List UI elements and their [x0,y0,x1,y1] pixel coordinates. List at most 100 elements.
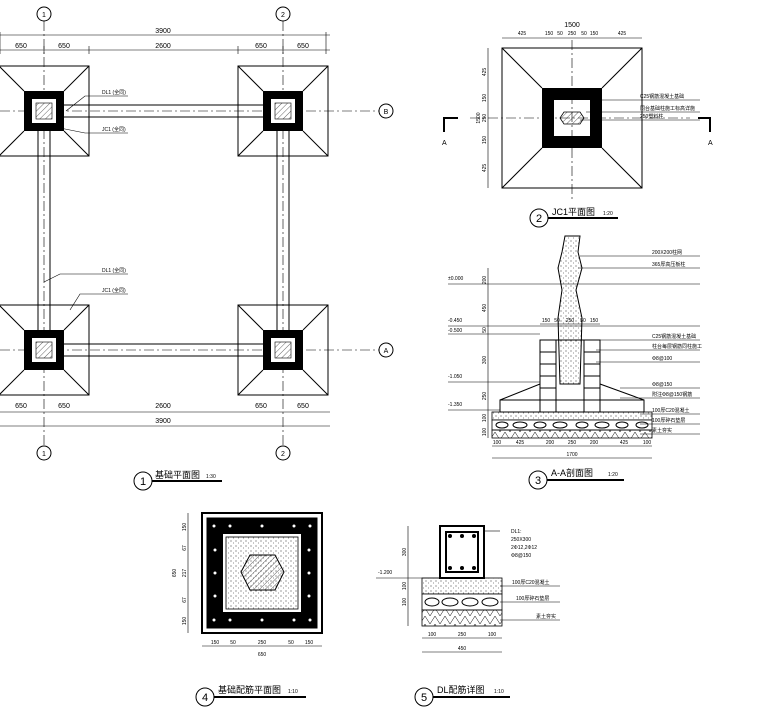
title-rebar: 基础配筋平面图 [218,684,281,695]
rebar-outer [201,512,323,634]
rebar-dim-left-total: 650 [172,569,178,578]
jc1-dim-top-5: 150 [590,31,599,37]
axis-label-1-bottom: 1 [42,451,46,458]
rebar-dim-left-3: 67 [182,597,188,603]
dl-soil-layer [421,609,503,627]
title-num-4: 4 [202,692,208,704]
leader-dl1-mid [43,273,128,283]
footing-tr [237,65,329,157]
axis-label-2-bottom: 2 [281,451,285,458]
jc1-dim-top-3: 250 [568,31,577,37]
leader-jc1-mid [69,293,128,311]
section-note1: 200X200柱网 [652,249,682,256]
dl-note-c20: 100厚C20混凝土 [512,579,550,586]
dl-level: -1.200 [378,570,392,576]
footing-tl [0,65,90,157]
dl-detail: DL1: 250X300 2Φ12,2Φ12 Φ8@150 -1.200 300… [376,525,560,707]
dim-bottom-3: 650 [255,403,267,410]
section-footing-slope-left [499,383,541,412]
title-num-1: 1 [140,476,146,488]
dim-bottom-4: 650 [297,403,309,410]
section-dim-left-2: 50 [482,327,488,333]
title-dl: DL配筋详图 [437,684,485,695]
jc1-dim-top-6: 425 [618,31,627,37]
level-045: -0.450 [448,318,462,324]
section-dim-bottom-2: 200 [546,440,555,446]
dl-note-title: DL1: [511,529,522,535]
section-footing-slope-right [599,383,645,412]
level-050: -0.500 [448,328,462,334]
jc1-note3: 250塑料柱 [640,113,663,120]
leader-jc1-top [59,127,128,134]
section-dim-left-6: 100 [482,428,488,437]
dim-bottom-1: 650 [58,403,70,410]
dl-note-top: 2Φ12,2Φ12 [511,545,537,551]
dim-bottom-2: 2600 [155,403,171,410]
dl-dim-bottom-1: 250 [458,632,467,638]
dl-dim-100b: 100 [402,598,408,607]
rebar-dim-left-2: 217 [182,569,188,578]
section-dim-bottom-4: 200 [590,440,599,446]
jc1-dim-top-4: 50 [581,31,587,37]
leader-dl1-top [65,95,128,112]
dim-top-0: 650 [15,43,27,50]
label-jc1-top: JC1 (全同) [102,126,126,133]
section-note3: C25钢筋混凝土基础 [652,333,696,340]
scale-section: 1:20 [608,472,618,478]
dl-dim-bottom-0: 100 [428,632,437,638]
dim-top-2: 2600 [155,43,171,50]
section-dim-top-2: 250 [566,318,575,324]
section-dim-left-1: 450 [482,304,488,313]
section-mark-right [698,117,711,132]
dim-top-1: 650 [58,43,70,50]
section-dim-left-5: 100 [482,414,488,423]
section-note8: 100厚C20混凝土 [652,407,690,414]
dim-top-3: 650 [255,43,267,50]
section-mark-left [443,117,458,132]
rebar-column [240,554,285,591]
dl-note-soil: 素土夯实 [536,613,556,620]
scale-plan: 1:30 [206,474,216,480]
title-plan: 基础平面图 [155,469,200,480]
scale-rebar: 1:10 [288,689,298,695]
jc1-note1: C25钢筋混凝土基础 [640,93,684,100]
dl-note-size: 250X300 [511,537,531,543]
axis-label-1-top: 1 [42,12,46,19]
section-dim-left-3: 300 [482,356,488,365]
jc1-dim-top-2: 50 [557,31,563,37]
section-dim-bottom-0: 100 [493,440,502,446]
section-dim-bottom-6: 100 [643,440,652,446]
level-0: ±0.000 [448,276,463,282]
title-num-2: 2 [536,213,542,225]
axis-label-b: B [384,109,389,116]
level-105: -1.050 [448,374,462,380]
grade-beam-right [276,131,290,330]
jc1-dim-total: 1500 [564,22,580,29]
section-note6: Φ8@150 [652,382,672,388]
section-dim-bottom-1: 425 [516,440,525,446]
axis-label-2-top: 2 [281,12,285,19]
grade-beam-bottom [64,343,263,357]
grade-beam-top [64,104,263,118]
jc1-dim-left-0: 425 [482,68,488,77]
section-note4: 柱台每层钢筋同柱施工 [652,343,702,350]
jc1-dim-left-4: 425 [482,164,488,173]
label-dl1-mid: DL1 (全同) [102,267,126,274]
section-concrete-layer [491,411,653,421]
section-dim-left-0: 200 [482,276,488,285]
rebar-dim-bottom-4: 150 [305,640,314,646]
rebar-dim-left-0: 150 [182,523,188,532]
section-note5: Φ8@100 [652,356,672,362]
section-dim-left-4: 250 [482,392,488,401]
section-dim-bottom-total: 1700 [566,452,577,458]
dl-note-stir: Φ8@150 [511,553,531,559]
grade-beam-left [37,131,51,330]
section-column [557,235,583,385]
scale-jc1: 1:20 [603,211,613,217]
section-dim-bottom-5: 425 [620,440,629,446]
rebar-plan: 150 67 217 67 150 650 150 50 250 50 150 … [172,512,323,707]
foundation-plan: 1 2 1 2 B A 3900 650 650 2600 650 650 [0,6,394,491]
rebar-dim-left-1: 67 [182,545,188,551]
section-aa: ±0.000 -0.450 -0.500 -1.050 -1.350 200 4… [448,235,702,490]
